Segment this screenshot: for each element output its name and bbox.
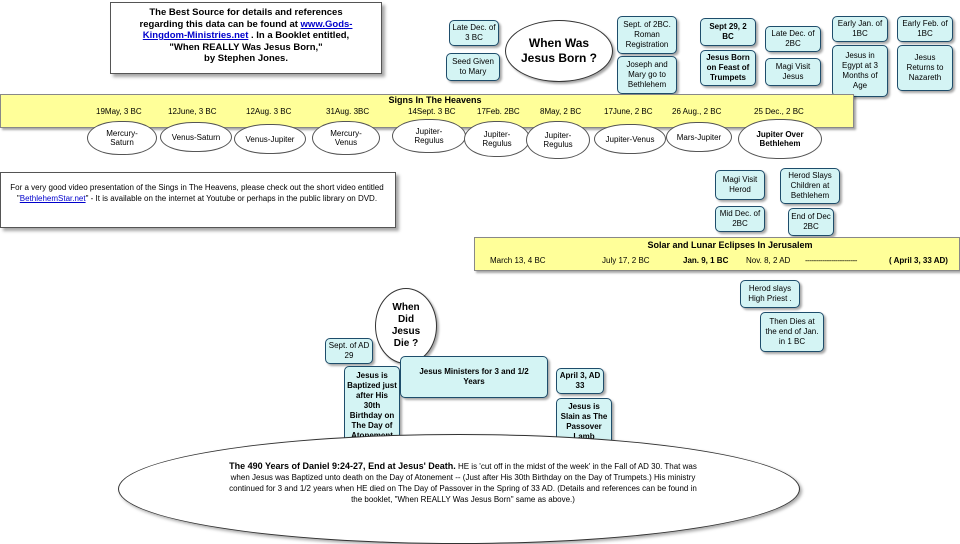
herod-dies: Then Dies at the end of Jan. in 1 BC xyxy=(760,312,824,352)
sign-event: Jupiter-Regulus xyxy=(526,121,590,159)
sign-event: Mars-Jupiter xyxy=(666,122,732,152)
born-date-4: Late Dec. of 2BC xyxy=(765,26,821,52)
sign-event: Venus-Saturn xyxy=(160,122,232,152)
source-line-2: regarding this data can be found at www.… xyxy=(139,18,353,30)
ministers-box: Jesus Ministers for 3 and 1/2 Years xyxy=(400,356,548,398)
sign-event: Jupiter-Regulus xyxy=(392,119,466,153)
daniel-text: The 490 Years of Daniel 9:24-27, End at … xyxy=(228,461,698,505)
sign-date: 26 Aug., 2 BC xyxy=(672,107,722,116)
born-event-4: Magi Visit Jesus xyxy=(765,58,821,86)
sign-date: 12Aug. 3 BC xyxy=(246,107,292,116)
died-april-date: April 3, AD 33 xyxy=(556,368,604,394)
source-line-1: The Best Source for details and referenc… xyxy=(149,7,343,18)
born-date-3: Sept 29, 2 BC xyxy=(700,18,756,46)
video-link[interactable]: BethlehemStar.net xyxy=(19,194,86,203)
booklet-title: "When REALLY Was Jesus Born," xyxy=(169,41,323,53)
born-event-1: Seed Given to Mary xyxy=(446,53,500,81)
sign-event: Mercury-Saturn xyxy=(87,121,157,155)
sign-date: 31Aug. 3BC xyxy=(326,107,370,116)
booklet-author: by Stephen Jones. xyxy=(204,53,288,64)
video-note: For a very good video presentation of th… xyxy=(0,172,396,228)
sign-event: Jupiter Over Bethlehem xyxy=(738,119,822,159)
born-date-6: Early Feb. of 1BC xyxy=(897,16,953,42)
sign-event: Mercury-Venus xyxy=(312,121,380,155)
eclipse-date: March 13, 4 BC xyxy=(490,256,546,265)
eclipse-date: Jan. 9, 1 BC xyxy=(683,256,729,265)
sign-date: 19May, 3 BC xyxy=(96,107,142,116)
website-link-2[interactable]: Kingdom-Ministries.net xyxy=(142,30,249,41)
sign-event: Venus-Jupiter xyxy=(234,124,306,154)
born-date-2: Sept. of 2BC. Roman Registration xyxy=(617,16,677,54)
born-date-5: Early Jan. of 1BC xyxy=(832,16,888,42)
eclipses-title: Solar and Lunar Eclipses In Jerusalem xyxy=(647,240,813,250)
magi-visit-herod: Magi Visit Herod xyxy=(715,170,765,200)
herod-slays-priest: Herod slays High Priest . xyxy=(740,280,800,308)
born-event-6: Jesus Returns to Nazareth xyxy=(897,45,953,91)
sign-event: Jupiter-Regulus xyxy=(464,121,530,157)
died-sept-date: Sept. of AD 29 xyxy=(325,338,373,364)
sign-date: 17June, 2 BC xyxy=(604,107,653,116)
born-title: When Was Jesus Born ? xyxy=(505,20,613,82)
born-date-1: Late Dec. of 3 BC xyxy=(449,20,499,46)
born-event-5: Jesus in Egypt at 3 Months of Age xyxy=(832,45,888,97)
born-event-3: Jesus Born on Feast of Trumpets xyxy=(700,50,756,86)
signs-title: Signs In The Heavens xyxy=(388,95,482,105)
eclipse-date: Nov. 8, 2 AD xyxy=(746,256,791,265)
eclipse-date: July 17, 2 BC xyxy=(602,256,650,265)
sign-event: Jupiter-Venus xyxy=(594,124,666,154)
sign-date: 8May, 2 BC xyxy=(540,107,582,116)
sign-date: 17Feb. 2BC xyxy=(477,107,520,116)
source-box: The Best Source for details and referenc… xyxy=(110,2,382,74)
sign-date: 14Sept. 3 BC xyxy=(408,107,456,116)
sign-date: 12June, 3 BC xyxy=(168,107,217,116)
end-dec-2bc: End of Dec 2BC xyxy=(788,208,834,236)
born-event-2: Joseph and Mary go to Bethlehem xyxy=(617,56,677,94)
daniel-oval xyxy=(118,434,800,544)
died-title: When Did Jesus Die ? xyxy=(375,288,437,364)
baptized-box: Jesus is Baptized just after His 30th Bi… xyxy=(344,366,400,446)
sign-date: 25 Dec., 2 BC xyxy=(754,107,804,116)
eclipse-date: ( April 3, 33 AD) xyxy=(889,256,948,265)
daniel-body: HE is 'cut off in the midst of the week'… xyxy=(229,462,697,504)
website-link[interactable]: www.Gods- xyxy=(300,18,353,30)
eclipse-dashes: ------------------------ xyxy=(805,256,857,265)
source-line-3: Kingdom-Ministries.net . In a Booklet en… xyxy=(142,30,350,41)
eclipses-band xyxy=(474,237,960,271)
daniel-heading: The 490 Years of Daniel 9:24-27, End at … xyxy=(229,461,456,471)
herod-slays-children: Herod Slays Children at Bethlehem xyxy=(780,168,840,204)
mid-dec-2bc: Mid Dec. of 2BC xyxy=(715,206,765,232)
